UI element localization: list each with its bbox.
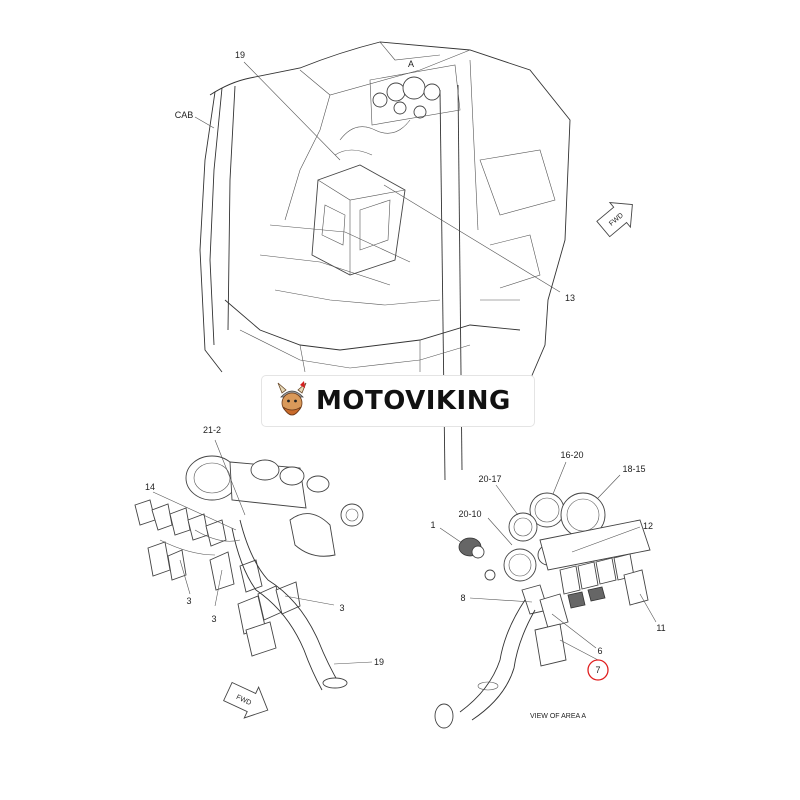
callout-20-10: 20-10	[458, 509, 481, 519]
callout-12: 12	[643, 521, 653, 531]
callout-3b: 3	[211, 614, 216, 624]
callout-1: 1	[430, 520, 435, 530]
fwd-arrow-top-icon: FWD	[596, 202, 633, 238]
callout-7: 7	[595, 665, 600, 675]
view-caption: VIEW OF AREA A	[530, 713, 586, 720]
callout-8: 8	[460, 593, 465, 603]
cab-label: CAB	[175, 110, 194, 120]
callout-3c: 3	[339, 603, 344, 613]
callout-19-top: 19	[235, 50, 245, 60]
callout-16-20: 16-20	[560, 450, 583, 460]
cab-view	[194, 41, 571, 481]
fwd-arrow-bottom-icon: FWD	[223, 681, 269, 719]
highlight-circle	[587, 659, 609, 681]
callout-14: 14	[145, 482, 155, 492]
area-a-label: A	[408, 59, 414, 69]
callout-6: 6	[597, 646, 602, 656]
callout-13: 13	[565, 293, 575, 303]
callout-3a: 3	[186, 596, 191, 606]
viking-mascot-icon	[277, 381, 307, 416]
watermark-text: MOTOVIKING	[316, 386, 511, 416]
watermark-logo: MOTOVIKING	[262, 376, 534, 426]
callout-18-15: 18-15	[622, 464, 645, 474]
callout-21-2: 21-2	[203, 425, 221, 435]
callout-19-left: 19	[374, 657, 384, 667]
area-a-view	[434, 461, 657, 729]
callout-11: 11	[656, 623, 665, 633]
harness-view-left	[134, 439, 373, 691]
callout-20-17: 20-17	[478, 474, 501, 484]
